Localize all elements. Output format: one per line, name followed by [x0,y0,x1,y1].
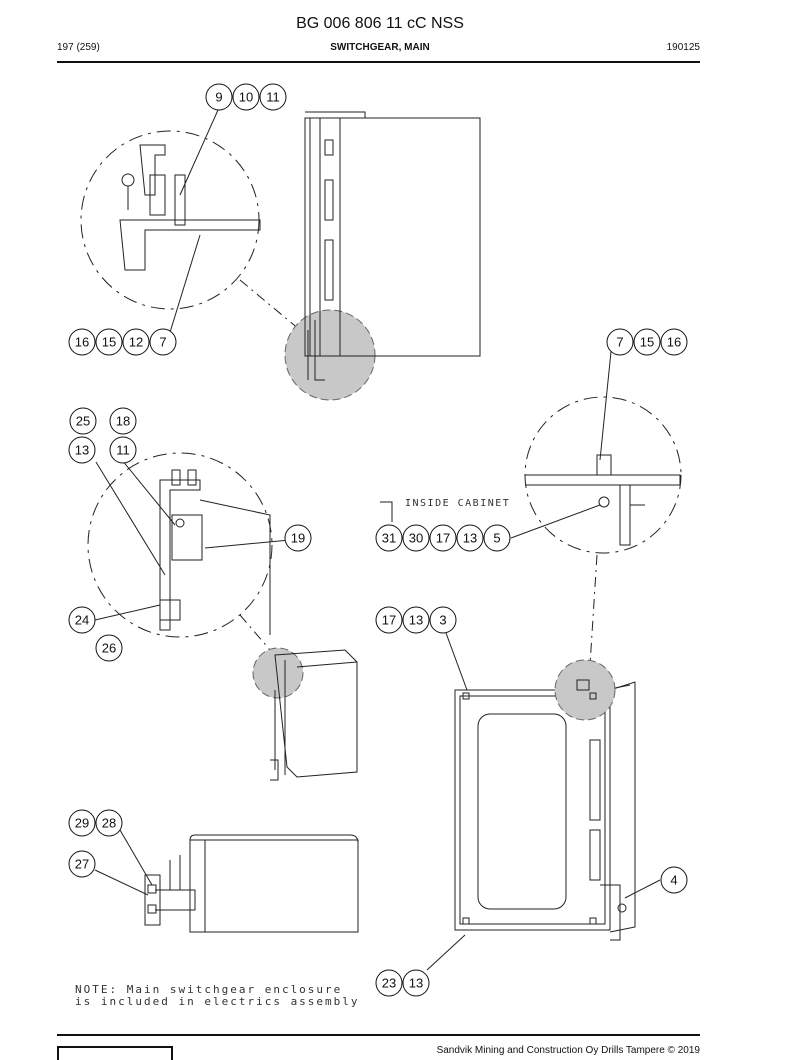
callout-number: 16 [75,335,89,350]
callout-number: 3 [439,613,446,628]
callout-circle [122,328,150,356]
callout-number: 4 [670,873,677,888]
callout-circle [375,524,403,552]
zoom-spot-middle [252,647,304,699]
callout-circle [232,83,260,111]
callout-circle [109,407,137,435]
callout-number: 11 [266,90,280,105]
copyright-text: Sandvik Mining and Construction Oy Drill… [436,1045,700,1056]
note-line-1: NOTE: Main switchgear enclosure [75,983,342,996]
callout-circle [68,850,96,878]
callout-circle [402,969,430,997]
callout-number: 30 [409,531,423,546]
callout-circle [259,83,287,111]
callout-number: 15 [102,335,116,350]
callout-circle [429,524,457,552]
header-rule [57,61,700,63]
callout-circle [660,328,688,356]
callout-number: 7 [616,335,623,350]
callout-number: 28 [102,816,116,831]
callout-circle [205,83,233,111]
callout-circle [68,436,96,464]
callout-circle [68,606,96,634]
callout-circle [375,606,403,634]
callout-number: 13 [409,976,423,991]
document-id: BG 006 806 11 cC NSS [296,15,464,32]
callout-number: 12 [129,335,143,350]
callout-number: 26 [102,641,116,656]
callout-number: 16 [667,335,681,350]
callout-number: 24 [75,613,89,628]
callout-number: 17 [382,613,396,628]
date-code: 190125 [666,42,700,53]
footer-rule [57,1034,700,1036]
callout-circle [109,436,137,464]
page-number: 197 (259) [57,42,100,53]
detail-circle-middle-left [87,452,273,638]
callout-number: 31 [382,531,396,546]
callout-number: 18 [116,414,130,429]
callout-number: 29 [75,816,89,831]
callout-circle [68,809,96,837]
callout-circle [660,866,688,894]
callout-circle [375,969,403,997]
callout-number: 25 [76,414,90,429]
callout-circle [95,809,123,837]
callout-circle [633,328,661,356]
callout-circle [483,524,511,552]
callout-circle [149,328,177,356]
callout-number: 27 [75,857,89,872]
callout-number: 15 [640,335,654,350]
callout-number: 19 [291,531,305,546]
callout-circle [284,524,312,552]
callout-number: 13 [75,443,89,458]
callout-number: 7 [159,335,166,350]
callout-circle [429,606,457,634]
callout-circle [402,606,430,634]
note-line-2: is included in electrics assembly [75,995,360,1008]
callout-number: 5 [493,531,500,546]
callout-circle [69,407,97,435]
sandvik-logo [57,1046,173,1060]
callout-number: 17 [436,531,450,546]
callout-number: 9 [215,90,222,105]
callout-number: 23 [382,976,396,991]
callout-circle [95,328,123,356]
callout-circle [606,328,634,356]
section-title: SWITCHGEAR, MAIN [330,42,430,53]
callout-number: 10 [239,90,253,105]
callout-circle [456,524,484,552]
callout-circle [402,524,430,552]
inside-cabinet-label: INSIDE CABINET [405,498,510,509]
callout-number: 13 [463,531,477,546]
zoom-spot-top [284,309,376,401]
callout-circle [68,328,96,356]
callout-number: 11 [116,443,130,458]
callout-balloons: 9 10 11 16 15 12 7 7 15 16 25 18 13 11 19 31 30 17 13 5 24 26… [68,83,688,997]
callout-circle [95,634,123,662]
callout-number: 13 [409,613,423,628]
